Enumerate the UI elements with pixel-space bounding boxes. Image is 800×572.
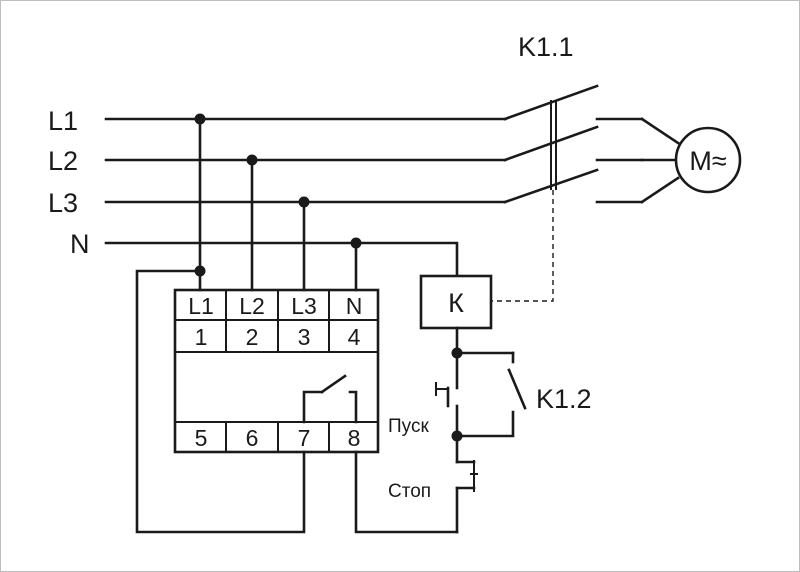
relay-bottom-number-7: 7 (298, 425, 311, 451)
coil-label: К (448, 288, 464, 318)
relay-taps (135, 117, 358, 534)
motor-circle (674, 126, 742, 194)
relay-body (173, 288, 380, 454)
main-contacts-k1-1 (503, 84, 680, 204)
label-l1: L1 (48, 106, 78, 136)
label-l2: L2 (48, 146, 78, 176)
motor: M≈ (674, 126, 742, 194)
relay-top-terminal-4: N (346, 293, 363, 319)
control-circuit (354, 326, 527, 534)
junction-dot (451, 430, 463, 442)
junction-dot (298, 196, 310, 208)
mechanical-link (492, 190, 554, 302)
junction-dot (194, 265, 206, 277)
label-stop: Стоп (388, 481, 431, 502)
motor-label: M≈ (689, 146, 726, 176)
relay-top-number-1: 1 (195, 324, 208, 350)
label-start: Пуск (388, 416, 429, 437)
relay-top-number-3: 3 (298, 324, 311, 350)
relay-contact-blade (320, 374, 347, 394)
relay-bottom-number-5: 5 (195, 425, 208, 451)
relay-top-number-4: 4 (348, 324, 361, 350)
coil-k: К (419, 274, 493, 330)
label-k1-1: K1.1 (518, 32, 574, 62)
relay-top-terminal-3: L3 (291, 293, 317, 319)
relay-block (173, 288, 380, 454)
label-n: N (70, 229, 90, 259)
relay-top-terminal-1: L1 (188, 293, 214, 319)
wire-n (104, 241, 459, 278)
label-l3: L3 (48, 188, 78, 218)
junction-dot (350, 237, 362, 249)
junction-dot (451, 347, 463, 359)
junction-dots (194, 113, 463, 442)
junction-dot (194, 113, 206, 125)
relay-bottom-number-6: 6 (246, 425, 259, 451)
relay-top-terminal-2: L2 (239, 293, 265, 319)
relay-bottom-number-8: 8 (348, 425, 361, 451)
junction-dot (246, 154, 258, 166)
relay-top-number-2: 2 (246, 324, 259, 350)
label-k1-2: K1.2 (536, 384, 592, 414)
aux-contact-blade (507, 368, 527, 410)
